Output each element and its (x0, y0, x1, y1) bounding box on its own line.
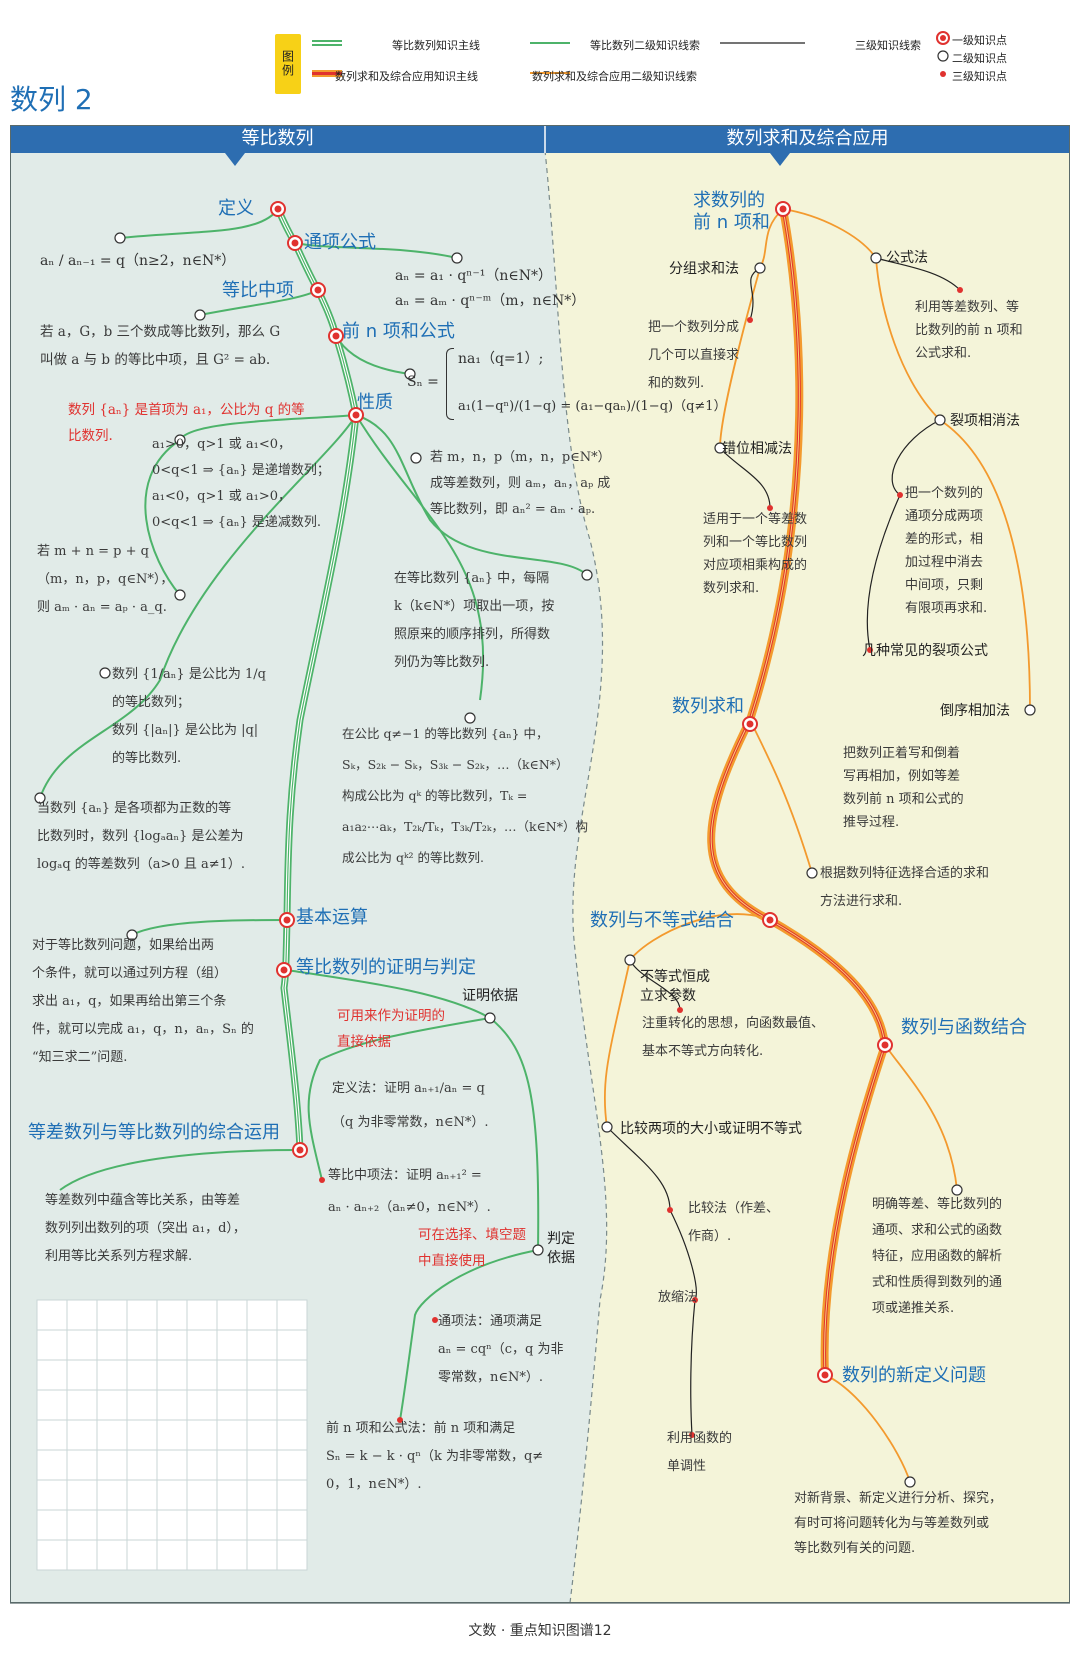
lvl1-swatch (936, 31, 950, 45)
sum-second-lines (603, 208, 1031, 1483)
proof-judge: 判定依据 (547, 1231, 575, 1266)
proof-red-note-2: 可在选择、填空题中直接使用 (418, 1227, 526, 1269)
sum-formula-brace (446, 348, 454, 420)
top-sum-title-2: 前 n 项和 (693, 212, 770, 233)
legend-lvl1: 一级知识点 (952, 34, 1007, 47)
proof-title: 等比数列的证明与判定 (296, 957, 476, 978)
comp-text: 等差数列中蕴含等比关系，由等差数列列出数列的项（突出 a₁，d），利用等比关系列… (45, 1193, 246, 1264)
grid-paper (36, 1299, 308, 1571)
left-panel-bg (10, 150, 607, 1603)
top-sum-title-1: 求数列的 (693, 190, 765, 211)
sum-formula-lhs: Sₙ = (407, 374, 439, 390)
proof-def-method: 定义法：证明 aₙ₊₁/aₙ = q（q 为非零常数，n∈N*）. (332, 1081, 489, 1130)
lvl2-swatch (937, 50, 949, 62)
ineq-const-text: 注重转化的思想，向函数最值、基本不等式方向转化. (642, 1016, 825, 1059)
mid-title: 等比中项 (222, 280, 294, 301)
split-title: 裂项相消法 (950, 413, 1020, 429)
header-notch (225, 153, 245, 166)
ineq-compare: 比较两项的大小或证明不等式 (620, 1121, 802, 1137)
legend-sum-second: 数列求和及综合应用二级知识线索 (532, 70, 697, 83)
sum-main-line (707, 208, 890, 1376)
prop-mnp: 若 m，n，p（m，n，p∈N*）成等差数列，则 aₘ，aₙ，aₚ 成等比数列，… (430, 450, 611, 517)
ineq-mono: 利用函数的单调性 (667, 1431, 733, 1474)
prop-seg: 在公比 q≠−1 的等比数列 {aₙ} 中，Sₖ，S₂ₖ − Sₖ，S₃ₖ − … (342, 726, 588, 865)
general-title: 通项公式 (304, 232, 376, 253)
newdef-text: 对新背景、新定义进行分析、探究，有时可将问题转化为与等差数列或等比数列有关的问题… (794, 1491, 1003, 1556)
legend-geo-main: 等比数列知识主线 (392, 39, 480, 52)
formula-text: 利用等差数列、等比数列的前 n 项和公式求和. (915, 300, 1023, 361)
prop-mono: a₁>0，q>1 或 a₁<0，0<q<1 ⇒ {aₙ} 是递增数列；a₁<0，… (152, 437, 330, 530)
split-text: 把一个数列的通项分成两项差的形式，相加过程中消去中间项，只剩有限项再求和. (905, 486, 988, 616)
sum-main-swatch (312, 70, 342, 77)
formula-title: 公式法 (886, 250, 928, 266)
def-title: 定义 (218, 198, 254, 219)
panel-divider (544, 149, 608, 1604)
split-common: 几种常见的裂项公式 (862, 643, 988, 659)
general-formula-2: aₙ = aₘ · qⁿ⁻ᵐ（m，n∈N*） (395, 293, 586, 309)
comp-title: 等差数列与等比数列的综合运用 (28, 1122, 280, 1143)
page-footer: 文数 · 重点知识图谱12 (468, 1623, 612, 1639)
group-title: 分组求和法 (669, 261, 739, 277)
right-panel-bg (545, 150, 1070, 1603)
header-bar (10, 125, 1070, 153)
geo-second-lines (39, 208, 588, 1421)
newdef-title: 数列的新定义问题 (842, 1365, 986, 1386)
basic-text: 对于等比数列问题，如果给出两个条件，就可以通过列方程（组）求出 a₁，q，如果再… (32, 938, 254, 1065)
legend-tag: 图例 (275, 34, 301, 94)
def-formula: aₙ / aₙ₋₁ = q（n≥2，n∈N*） (40, 253, 236, 269)
legend-third: 三级知识线索 (855, 39, 921, 52)
reverse-text: 把数列正着写和倒着写再相加，例如等差数列前 n 项和公式的推导过程. (843, 746, 964, 830)
prop-mnpq: 若 m + n = p + q（m，n，p，q∈N*），则 aₘ · aₙ = … (37, 544, 174, 615)
prop-red-note: 数列 {aₙ} 是首项为 a₁，公比为 q 的等比数列. (68, 402, 305, 444)
sum-formula-title: 前 n 项和公式 (342, 321, 455, 342)
proof-basis: 证明依据 (462, 988, 518, 1004)
sum-formula-case2: a₁(1−qⁿ)/(1−q) = (a₁−qaₙ)/(1−q)（q≠1） (458, 399, 727, 414)
ineq-scale: 放缩法 (658, 1290, 698, 1305)
func-text: 明确等差、等比数列的通项、求和公式的函数特征，应用函数的解析式和性质得到数列的通… (872, 1197, 1003, 1316)
seqsum-choose: 根据数列特征选择合适的求和方法进行求和. (820, 866, 990, 909)
level2-node (34, 232, 1036, 1488)
sum-formula-case1: na₁（q=1）; (458, 351, 544, 367)
page-title: 数列 2 (10, 83, 93, 116)
group-text: 把一个数列分成几个可以直接求和的数列. (648, 320, 740, 391)
legend-geo-second: 等比数列二级知识线索 (590, 39, 700, 52)
legend-lvl3: 三级知识点 (952, 70, 1007, 83)
left-header: 等比数列 (241, 128, 314, 149)
shift-title: 错位相减法 (722, 441, 792, 457)
ineq-const-1: 不等式恒成 (640, 969, 710, 985)
ineq-title: 数列与不等式结合 (590, 910, 734, 931)
general-formula-1: aₙ = a₁ · qⁿ⁻¹（n∈N*） (395, 268, 552, 284)
legend-tag-label: 图例 (280, 50, 295, 78)
header-notch (770, 153, 790, 166)
geo-main-swatch (312, 40, 342, 46)
ineq-cmp-method: 比较法（作差、作商）. (688, 1201, 780, 1244)
legend-lvl2: 二级知识点 (952, 52, 1007, 65)
prop-title: 性质 (357, 392, 393, 413)
reverse-title: 倒序相加法 (940, 703, 1010, 719)
proof-red-note-1: 可用来作为证明的直接依据 (337, 1008, 445, 1050)
seqsum-title: 数列求和 (672, 696, 744, 717)
legend-sum-main: 数列求和及综合应用知识主线 (335, 70, 478, 83)
lvl3-swatch (940, 71, 946, 77)
func-title: 数列与函数结合 (901, 1017, 1027, 1038)
content-frame (10, 125, 1070, 1603)
level3-node (319, 287, 963, 1438)
right-header: 数列求和及综合应用 (726, 128, 889, 149)
basic-title: 基本运算 (296, 907, 368, 928)
ineq-const-2: 立求参数 (640, 988, 696, 1004)
shift-text: 适用于一个等差数列和一个等比数列对应项相乘构成的数列求和. (703, 512, 808, 596)
legend-swatches (312, 31, 950, 77)
proof-mid-method: 等比中项法：证明 aₙ₊₁² =aₙ · aₙ₊₂（aₙ≠0，n∈N*）. (328, 1168, 491, 1215)
